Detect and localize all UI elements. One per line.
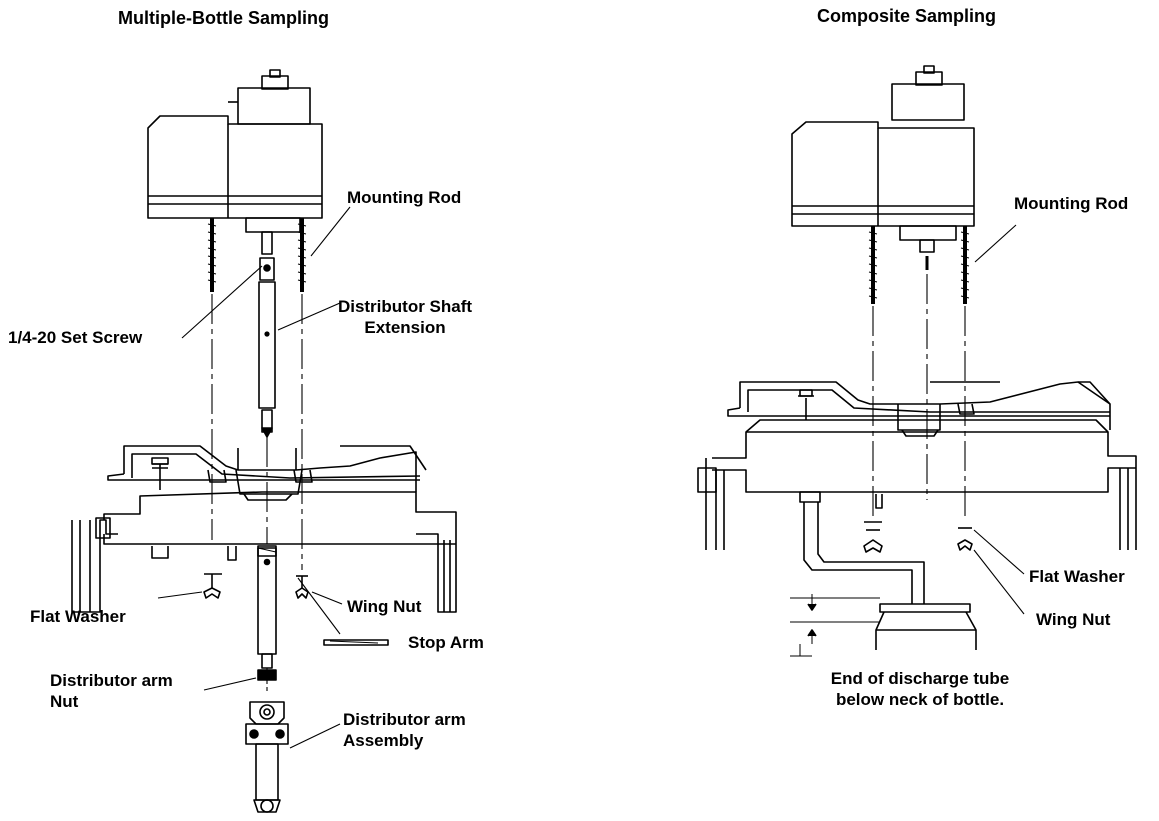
left-assembly (72, 70, 456, 812)
left-mounting-rods (208, 218, 306, 570)
label-distributor-arm-assembly-line-1: Distributor arm (343, 710, 466, 729)
label-discharge-note-line-2: below neck of bottle. (835, 690, 1005, 709)
left-distributor-arm (246, 548, 388, 812)
label-set-screw: 1/4-20 Set Screw (8, 328, 143, 347)
left-wing-nuts (204, 574, 308, 598)
left-title: Multiple-Bottle Sampling (118, 8, 329, 28)
label-discharge-note-line-1: End of discharge tube (830, 669, 1010, 688)
right-title: Composite Sampling (817, 6, 997, 26)
label-flat-washer-right: Flat Washer (1029, 567, 1125, 586)
label-stop-arm: Stop Arm (408, 633, 484, 652)
right-mounting-rods (869, 226, 969, 520)
right-wing-nuts (864, 522, 972, 552)
left-controller-head (148, 70, 322, 232)
label-distributor-arm-nut: Distributor arm Nut (50, 670, 173, 712)
left-leaders (158, 207, 378, 748)
left-distributor-shaft (259, 232, 275, 544)
label-wing-nut-right: Wing Nut (1036, 610, 1111, 629)
label-distributor-arm-assembly: Distributor arm Assembly (343, 709, 466, 751)
label-distributor-shaft-extension: Distributor Shaft Extension (326, 296, 484, 338)
label-flat-washer-left: Flat Washer (30, 607, 126, 626)
label-distributor-arm-nut-line-1: Distributor arm (50, 671, 173, 690)
right-leaders (974, 225, 1024, 614)
left-base-plate (72, 446, 456, 612)
label-mounting-rod-left: Mounting Rod (347, 188, 462, 207)
label-distributor-shaft-extension-line-1: Distributor Shaft (337, 297, 473, 316)
label-discharge-note: End of discharge tube below neck of bott… (800, 668, 1040, 710)
right-assembly (698, 66, 1136, 656)
label-distributor-shaft-extension-line-2: Extension (364, 318, 446, 337)
label-distributor-arm-nut-line-2: Nut (50, 692, 79, 711)
label-distributor-arm-assembly-line-2: Assembly (343, 731, 424, 750)
right-base-plate (698, 382, 1136, 550)
right-discharge-tube (790, 502, 976, 656)
right-controller-head (792, 66, 974, 252)
label-wing-nut-left: Wing Nut (347, 597, 422, 616)
label-mounting-rod-right: Mounting Rod (1014, 194, 1129, 213)
